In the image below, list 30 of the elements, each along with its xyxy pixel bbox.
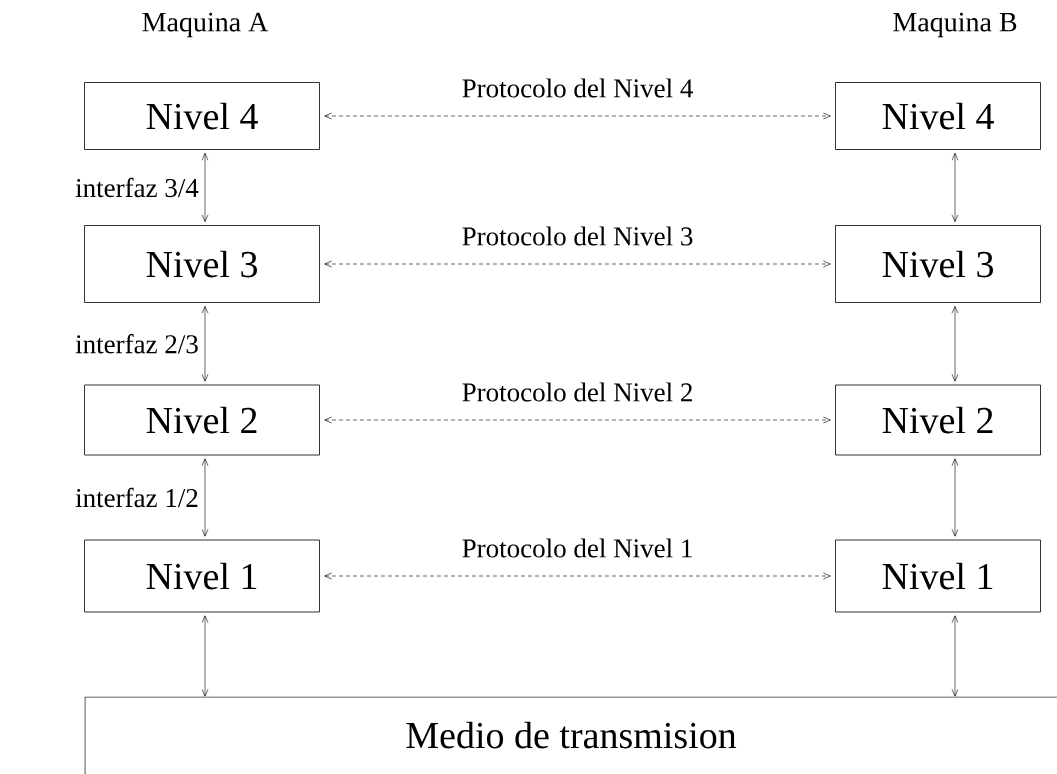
arrow [201,152,209,223]
layer-box: Nivel 2 [835,384,1041,456]
arrow [201,305,209,382]
layer-box: Nivel 2 [84,384,320,456]
layer-box: Nivel 4 [835,82,1041,150]
layer-box: Nivel 3 [84,225,320,303]
edge-label: interfaz 1/2 [75,487,198,508]
medium-box: Medio de transmision [84,696,1057,774]
machine-heading: Maquina A [142,12,269,38]
arrow [951,305,959,382]
layer-box: Nivel 1 [84,539,320,613]
edge-label: Protocolo del Nivel 2 [462,382,692,402]
edge-label: interfaz 2/3 [75,334,198,354]
edge-label: Protocolo del Nivel 4 [462,78,693,98]
machine-heading: Maquina B [893,12,1017,38]
arrow [201,458,209,537]
arrow [324,112,831,120]
edge-label: Protocolo del Nivel 3 [462,226,693,246]
layer-box: Nivel 4 [84,82,320,150]
edge-label: Protocolo del Nivel 1 [462,538,692,558]
arrow [951,152,959,223]
arrow [951,615,959,697]
arrow [324,416,831,424]
arrow [201,615,209,697]
edge-label: interfaz 3/4 [75,177,199,198]
arrow [324,572,831,580]
arrow [951,458,959,537]
arrow [324,260,831,268]
layer-box: Nivel 1 [835,539,1041,613]
layer-box: Nivel 3 [835,225,1041,303]
